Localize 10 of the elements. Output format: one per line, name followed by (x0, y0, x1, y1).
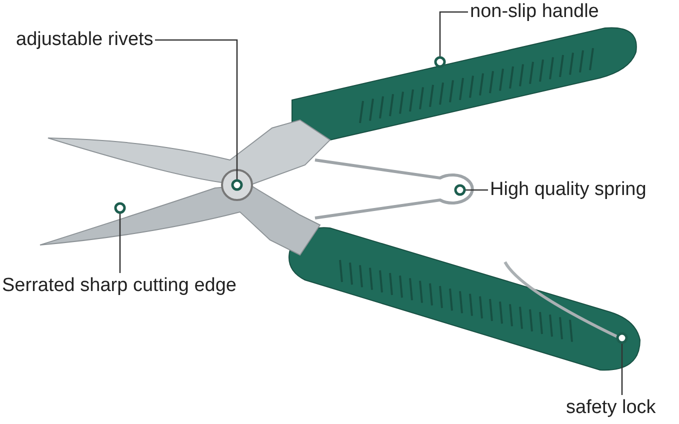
callout-label: High quality spring (490, 179, 646, 201)
leader-line (155, 39, 243, 191)
leader-line (114, 202, 126, 273)
leader-line (616, 332, 628, 395)
leader-line (434, 11, 468, 68)
callout-label: Serrated sharp cutting edge (2, 275, 236, 297)
callout-label: non-slip handle (470, 1, 599, 23)
callout-label: safety lock (566, 397, 656, 419)
callout-label: adjustable rivets (16, 29, 154, 51)
leader-line (454, 184, 488, 196)
